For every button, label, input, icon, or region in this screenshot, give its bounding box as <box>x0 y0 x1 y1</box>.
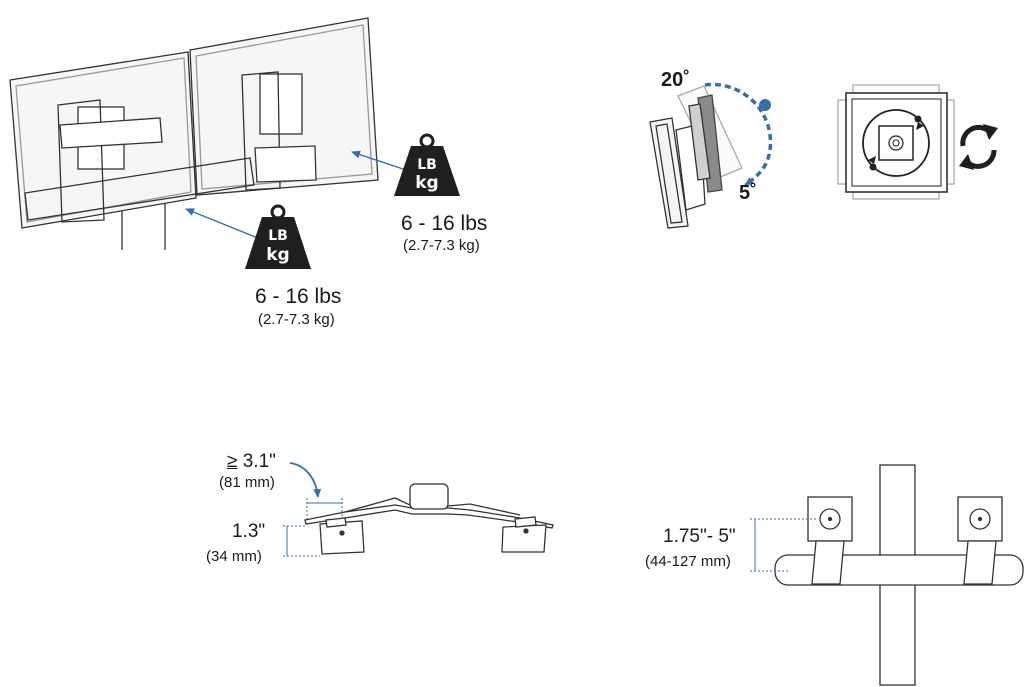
weight-icon: LB kg <box>245 204 311 269</box>
dual-monitor-illustration <box>9 17 413 250</box>
weight-icon: LB kg <box>394 133 460 196</box>
tilt-up-angle: 20˚ <box>661 69 690 91</box>
weight-capacity-kg: (2.7-7.3 kg) <box>258 311 335 328</box>
height-range-mm: (44-127 mm) <box>645 553 731 570</box>
offset-dimension: 1.3" <box>232 521 266 542</box>
rotation-illustration <box>837 84 955 200</box>
greater-equal-symbol: ≥ <box>227 451 238 472</box>
height-range-dimension: 1.75"- 5" <box>663 526 736 547</box>
tilt-illustration <box>649 82 773 229</box>
spacing-dimension-lines <box>283 462 343 557</box>
weight-icon-kg: kg <box>415 173 438 193</box>
weight-icon-lb: LB <box>417 157 437 173</box>
rotate-icon <box>959 124 998 170</box>
arm-top-view-illustration <box>304 483 554 555</box>
weight-icon-lb: LB <box>268 228 288 244</box>
weight-capacity-lbs: 6 - 16 lbs <box>401 212 488 235</box>
min-gap-dimension: ≥ 3.1" <box>227 452 276 471</box>
height-dimension-lines <box>750 518 818 572</box>
min-gap-value: 3.1" <box>242 451 276 472</box>
tilt-down-angle: 5˚ <box>739 182 757 204</box>
min-gap-mm: (81 mm) <box>219 474 275 491</box>
offset-mm: (34 mm) <box>206 548 262 565</box>
weight-capacity-lbs: 6 - 16 lbs <box>255 285 342 308</box>
arm-front-view-illustration <box>774 464 1024 686</box>
weight-capacity-kg: (2.7-7.3 kg) <box>403 237 480 254</box>
weight-icon-kg: kg <box>266 245 289 265</box>
